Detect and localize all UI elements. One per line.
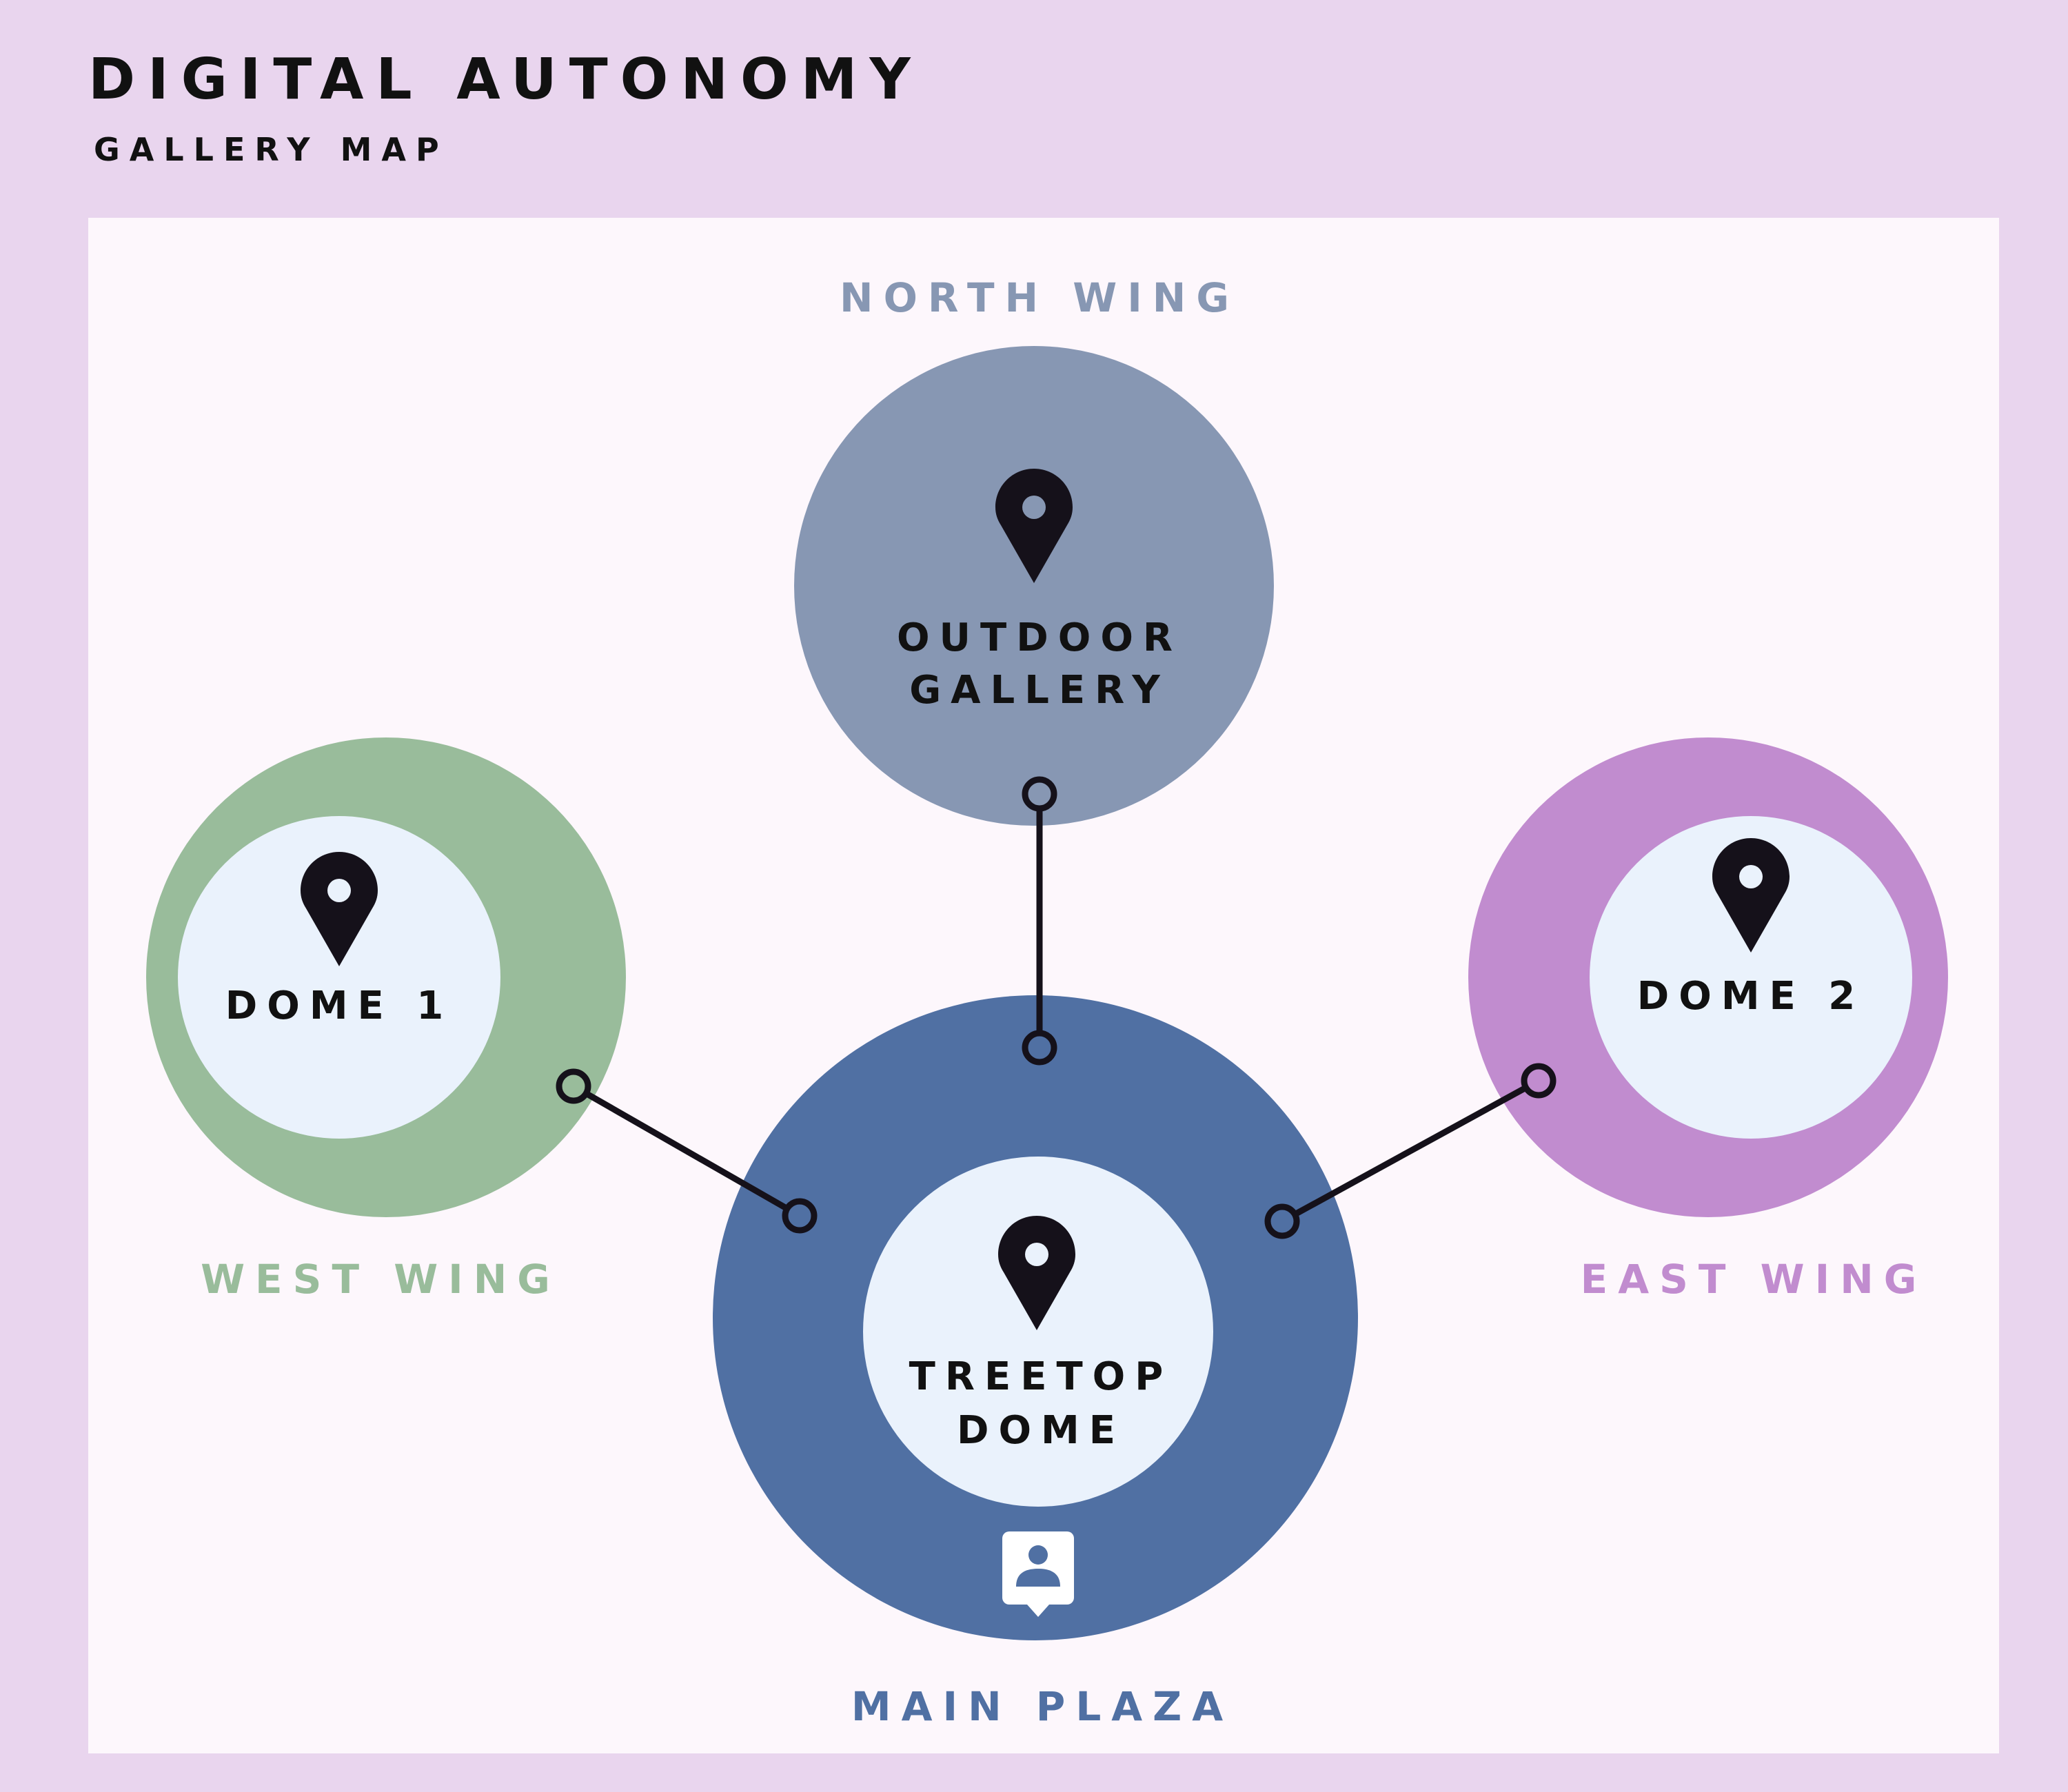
north-wing-label: NORTH WING [840, 274, 1239, 321]
north-wing-area[interactable]: OUTDOOR GALLERY [794, 346, 1274, 826]
outdoor-gallery-label-line1: OUTDOOR [897, 615, 1182, 660]
page-subtitle: GALLERY MAP [94, 131, 449, 168]
treetop-dome-label-line1: TREETOP [909, 1354, 1173, 1399]
connector-node [1264, 1203, 1300, 1239]
main-plaza-label: MAIN PLAZA [851, 1683, 1233, 1730]
west-wing-label: WEST WING [201, 1256, 560, 1303]
dome1-circle[interactable] [178, 816, 500, 1139]
connection-north-main [1022, 776, 1057, 1066]
connection-west-main [556, 1068, 818, 1234]
page-title: DIGITAL AUTONOMY [88, 47, 923, 112]
person-info-board-icon[interactable] [1002, 1531, 1074, 1617]
connector-node [556, 1068, 591, 1104]
treetop-dome-circle[interactable] [863, 1157, 1213, 1507]
connector-node [1022, 776, 1057, 812]
dome2-label: DOME 2 [1637, 974, 1865, 1019]
map-pin-icon [301, 852, 378, 966]
treetop-dome-label-line2: DOME [957, 1408, 1125, 1453]
east-wing-area[interactable]: DOME 2 [1468, 737, 1948, 1217]
main-plaza-area[interactable]: TREETOP DOME [713, 995, 1358, 1640]
map-pin-icon [1712, 838, 1790, 953]
dome1-label: DOME 1 [225, 984, 454, 1028]
connector-node [782, 1198, 818, 1234]
map-pin-icon [995, 469, 1073, 583]
east-wing-label: EAST WING [1581, 1256, 1927, 1303]
west-wing-area[interactable]: DOME 1 [146, 737, 626, 1217]
dome2-circle[interactable] [1590, 816, 1912, 1139]
outdoor-gallery-circle[interactable] [794, 346, 1274, 826]
map-pin-icon [998, 1216, 1075, 1330]
connector-node [1022, 1030, 1057, 1066]
connection-east-main [1264, 1063, 1557, 1239]
outdoor-gallery-label-line2: GALLERY [909, 668, 1170, 713]
connector-node [1521, 1063, 1557, 1099]
